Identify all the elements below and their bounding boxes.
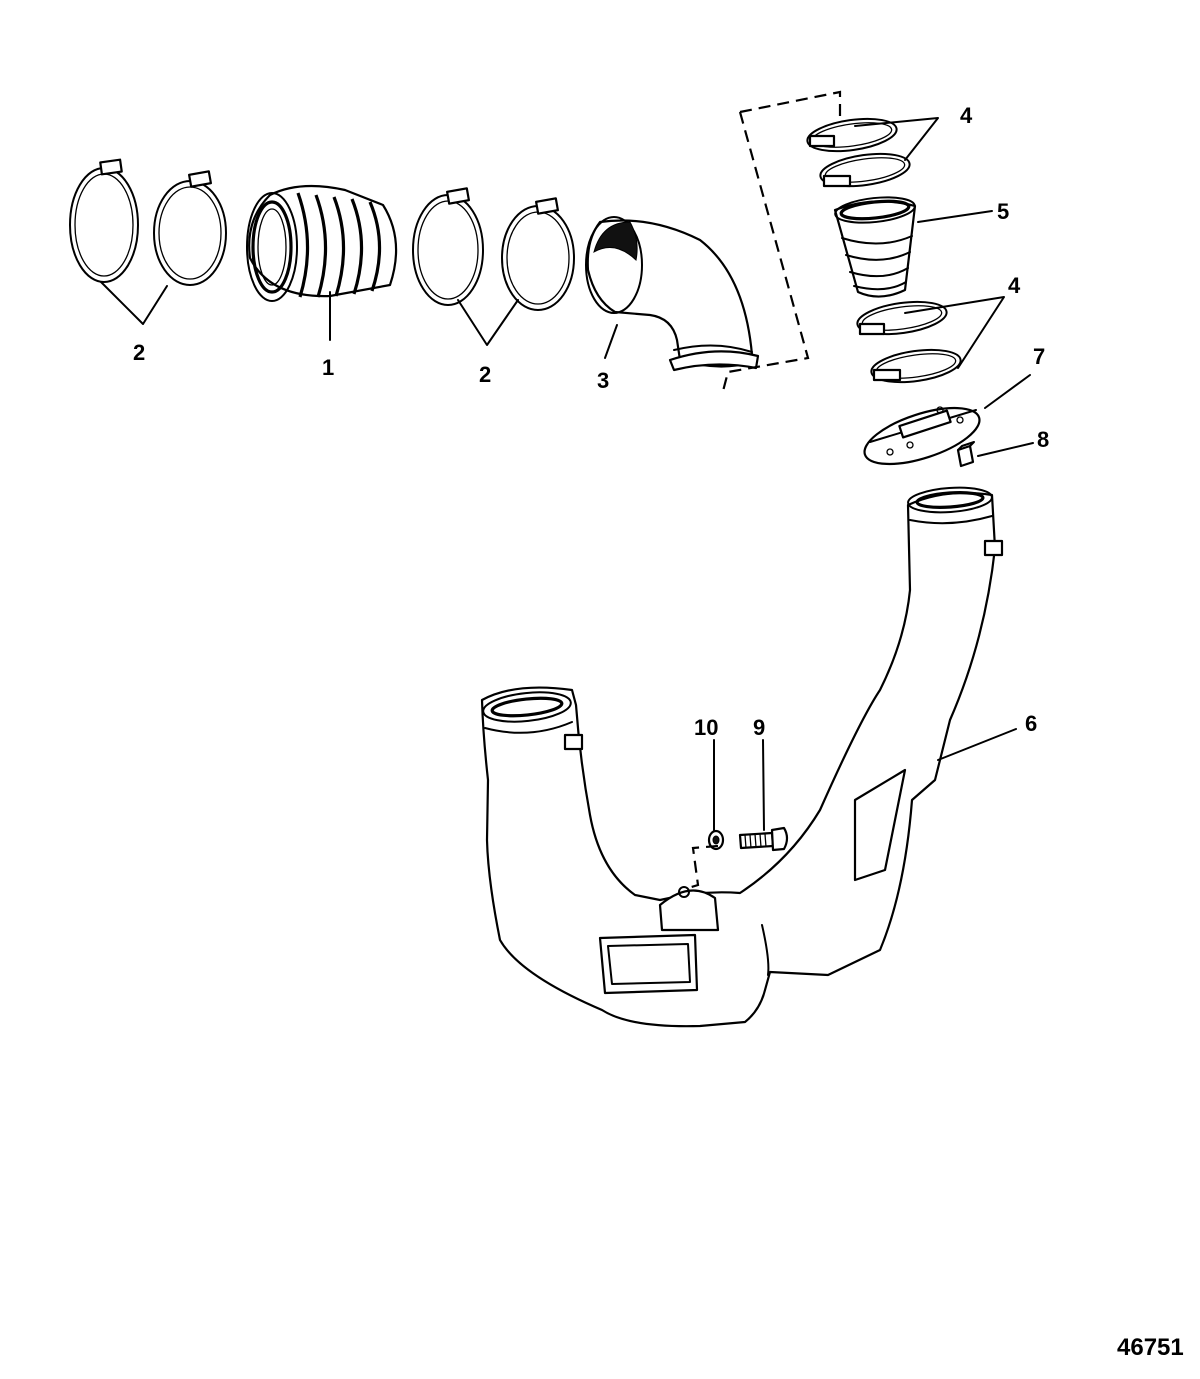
callout-3: 3 <box>597 368 609 393</box>
callout-4-lower: 4 <box>1008 273 1021 298</box>
clamp-upper-2 <box>819 152 911 188</box>
exhaust-hose <box>833 196 917 298</box>
clamp-upper-1 <box>806 117 898 153</box>
callout-10: 10 <box>694 715 718 740</box>
figure-id: 46751 <box>1117 1334 1184 1361</box>
clamp-left-outer <box>69 158 139 283</box>
clamp-lower-2 <box>870 348 962 384</box>
callout-4-upper: 4 <box>960 103 973 128</box>
alternate-group-bracket <box>720 90 842 396</box>
washer <box>707 829 725 851</box>
shutter-plate <box>863 406 981 466</box>
exhaust-elbow <box>585 216 760 372</box>
callout-6: 6 <box>1025 711 1037 736</box>
callout-1: 1 <box>322 355 334 380</box>
leader-lines <box>100 117 1034 831</box>
bolt <box>738 826 789 852</box>
callout-8: 8 <box>1037 427 1049 452</box>
callout-5: 5 <box>997 199 1009 224</box>
callout-9: 9 <box>753 715 765 740</box>
clamp-lower-1 <box>856 300 948 336</box>
bolt-path-dashes <box>687 844 719 890</box>
clamp-mid-inner <box>501 197 575 311</box>
clamp-left-inner <box>153 170 227 286</box>
clamp-mid-outer <box>412 187 484 306</box>
callout-2-right: 2 <box>479 362 491 387</box>
exhaust-y-pipe <box>480 486 1004 1028</box>
callout-7: 7 <box>1033 344 1045 369</box>
exhaust-bellows <box>246 184 398 302</box>
bumper-block <box>956 441 975 468</box>
callout-2-left: 2 <box>133 340 145 365</box>
